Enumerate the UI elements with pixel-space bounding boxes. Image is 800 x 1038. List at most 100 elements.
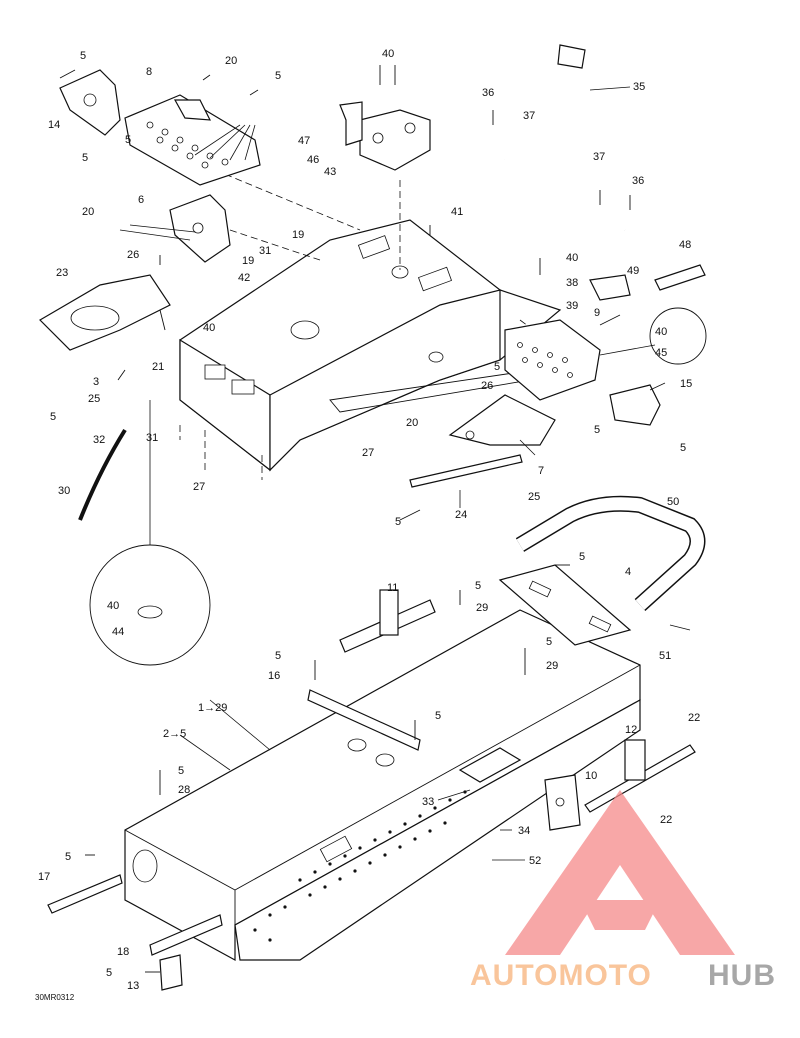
callout-13: 13 [127, 980, 139, 992]
callout-labels: 1→29 2→5 3 4 5 5 5 5 5 5 5 5 5 5 5 5 5 5… [38, 48, 700, 992]
callout-51: 51 [659, 650, 671, 662]
bracket-43 [339, 101, 431, 171]
callout-34: 34 [518, 825, 530, 837]
bracket-6 [119, 194, 231, 263]
callout-5: 5 [579, 551, 585, 563]
callout-5: 5 [594, 424, 600, 436]
callout-5: 5 [125, 134, 131, 146]
callout-38: 38 [566, 277, 578, 289]
callout-5: 5 [546, 636, 552, 648]
bracket-10 [544, 774, 581, 831]
callout-5: 5 [680, 442, 686, 454]
callout-40: 40 [107, 600, 119, 612]
callout-14: 14 [48, 119, 60, 131]
callout-36: 36 [482, 87, 494, 99]
plate-9 [504, 319, 601, 401]
bracket-7 [448, 394, 556, 446]
shield-23 [39, 274, 171, 351]
callout-31: 31 [259, 245, 271, 257]
callout-4: 4 [625, 566, 631, 578]
parts-48-49 [589, 264, 706, 301]
callout-47: 47 [298, 135, 310, 147]
callout-40: 40 [566, 252, 578, 264]
watermark-brand-auto: AUTOMOTO [470, 959, 652, 992]
callout-20: 20 [82, 206, 94, 218]
detail-circle-45 [649, 307, 707, 365]
engine-plate-8 [124, 94, 261, 186]
callout-22: 22 [688, 712, 700, 724]
callout-5: 5 [395, 516, 401, 528]
callout-5: 5 [80, 50, 86, 62]
callout-50: 50 [667, 496, 679, 508]
callout-40: 40 [203, 322, 215, 334]
plate-4 [498, 564, 632, 646]
callout-5: 5 [50, 411, 56, 423]
callout-6: 6 [138, 194, 144, 206]
callout-20: 20 [406, 417, 418, 429]
callout-19: 19 [242, 255, 254, 267]
callout-1-29: 1→29 [198, 702, 227, 714]
callout-15: 15 [680, 378, 692, 390]
callout-39: 39 [566, 300, 578, 312]
callout-26: 26 [481, 380, 493, 392]
callout-5: 5 [275, 650, 281, 662]
callout-37: 37 [523, 110, 535, 122]
callout-30: 30 [58, 485, 70, 497]
callout-18: 18 [117, 946, 129, 958]
callout-19: 19 [292, 229, 304, 241]
callout-40: 40 [655, 326, 667, 338]
callout-5: 5 [65, 851, 71, 863]
callout-40: 40 [382, 48, 394, 60]
callout-44: 44 [112, 626, 124, 638]
callout-41: 41 [451, 206, 463, 218]
callout-43: 43 [324, 166, 336, 178]
figure-code: 30MR0312 [35, 993, 75, 1002]
callout-21: 21 [152, 361, 164, 373]
rail-11 [339, 589, 436, 653]
bracket-13 [159, 954, 183, 991]
leader-lines [179, 86, 666, 861]
callout-3: 3 [93, 376, 99, 388]
callout-35: 35 [633, 81, 645, 93]
fasteners [59, 65, 691, 973]
callout-24: 24 [455, 509, 467, 521]
callout-9: 9 [594, 307, 600, 319]
callout-27: 27 [362, 447, 374, 459]
rail-17 [47, 874, 123, 914]
rail-16 [307, 689, 421, 751]
callout-27: 27 [193, 481, 205, 493]
callout-29: 29 [546, 660, 558, 672]
callout-5: 5 [475, 580, 481, 592]
bracket-14 [59, 69, 121, 136]
callout-36: 36 [632, 175, 644, 187]
callout-16: 16 [268, 670, 280, 682]
callout-25: 25 [528, 491, 540, 503]
bumper-50 [515, 495, 706, 611]
watermark-logo: AUTOMOTO HUB [470, 790, 775, 992]
callout-25: 25 [88, 393, 100, 405]
tunnel-assembly [124, 609, 641, 962]
callout-10: 10 [585, 770, 597, 782]
rail-18 [149, 914, 223, 956]
rail-12 [584, 739, 696, 813]
callout-32: 32 [93, 434, 105, 446]
callout-5: 5 [106, 967, 112, 979]
rail-24 [409, 454, 523, 488]
callout-49: 49 [627, 265, 639, 277]
detail-circle-44 [89, 400, 211, 666]
callout-29: 29 [476, 602, 488, 614]
callout-31: 31 [146, 432, 158, 444]
callout-17: 17 [38, 871, 50, 883]
callout-48: 48 [679, 239, 691, 251]
handle-35 [503, 44, 627, 231]
callout-5: 5 [435, 710, 441, 722]
cable-30 [78, 428, 127, 521]
callout-2-5: 2→5 [163, 728, 186, 740]
callout-5: 5 [82, 152, 88, 164]
callout-33: 33 [422, 796, 434, 808]
callout-52: 52 [529, 855, 541, 867]
running-board-holes [253, 790, 467, 942]
callout-46: 46 [307, 154, 319, 166]
callout-23: 23 [56, 267, 68, 279]
